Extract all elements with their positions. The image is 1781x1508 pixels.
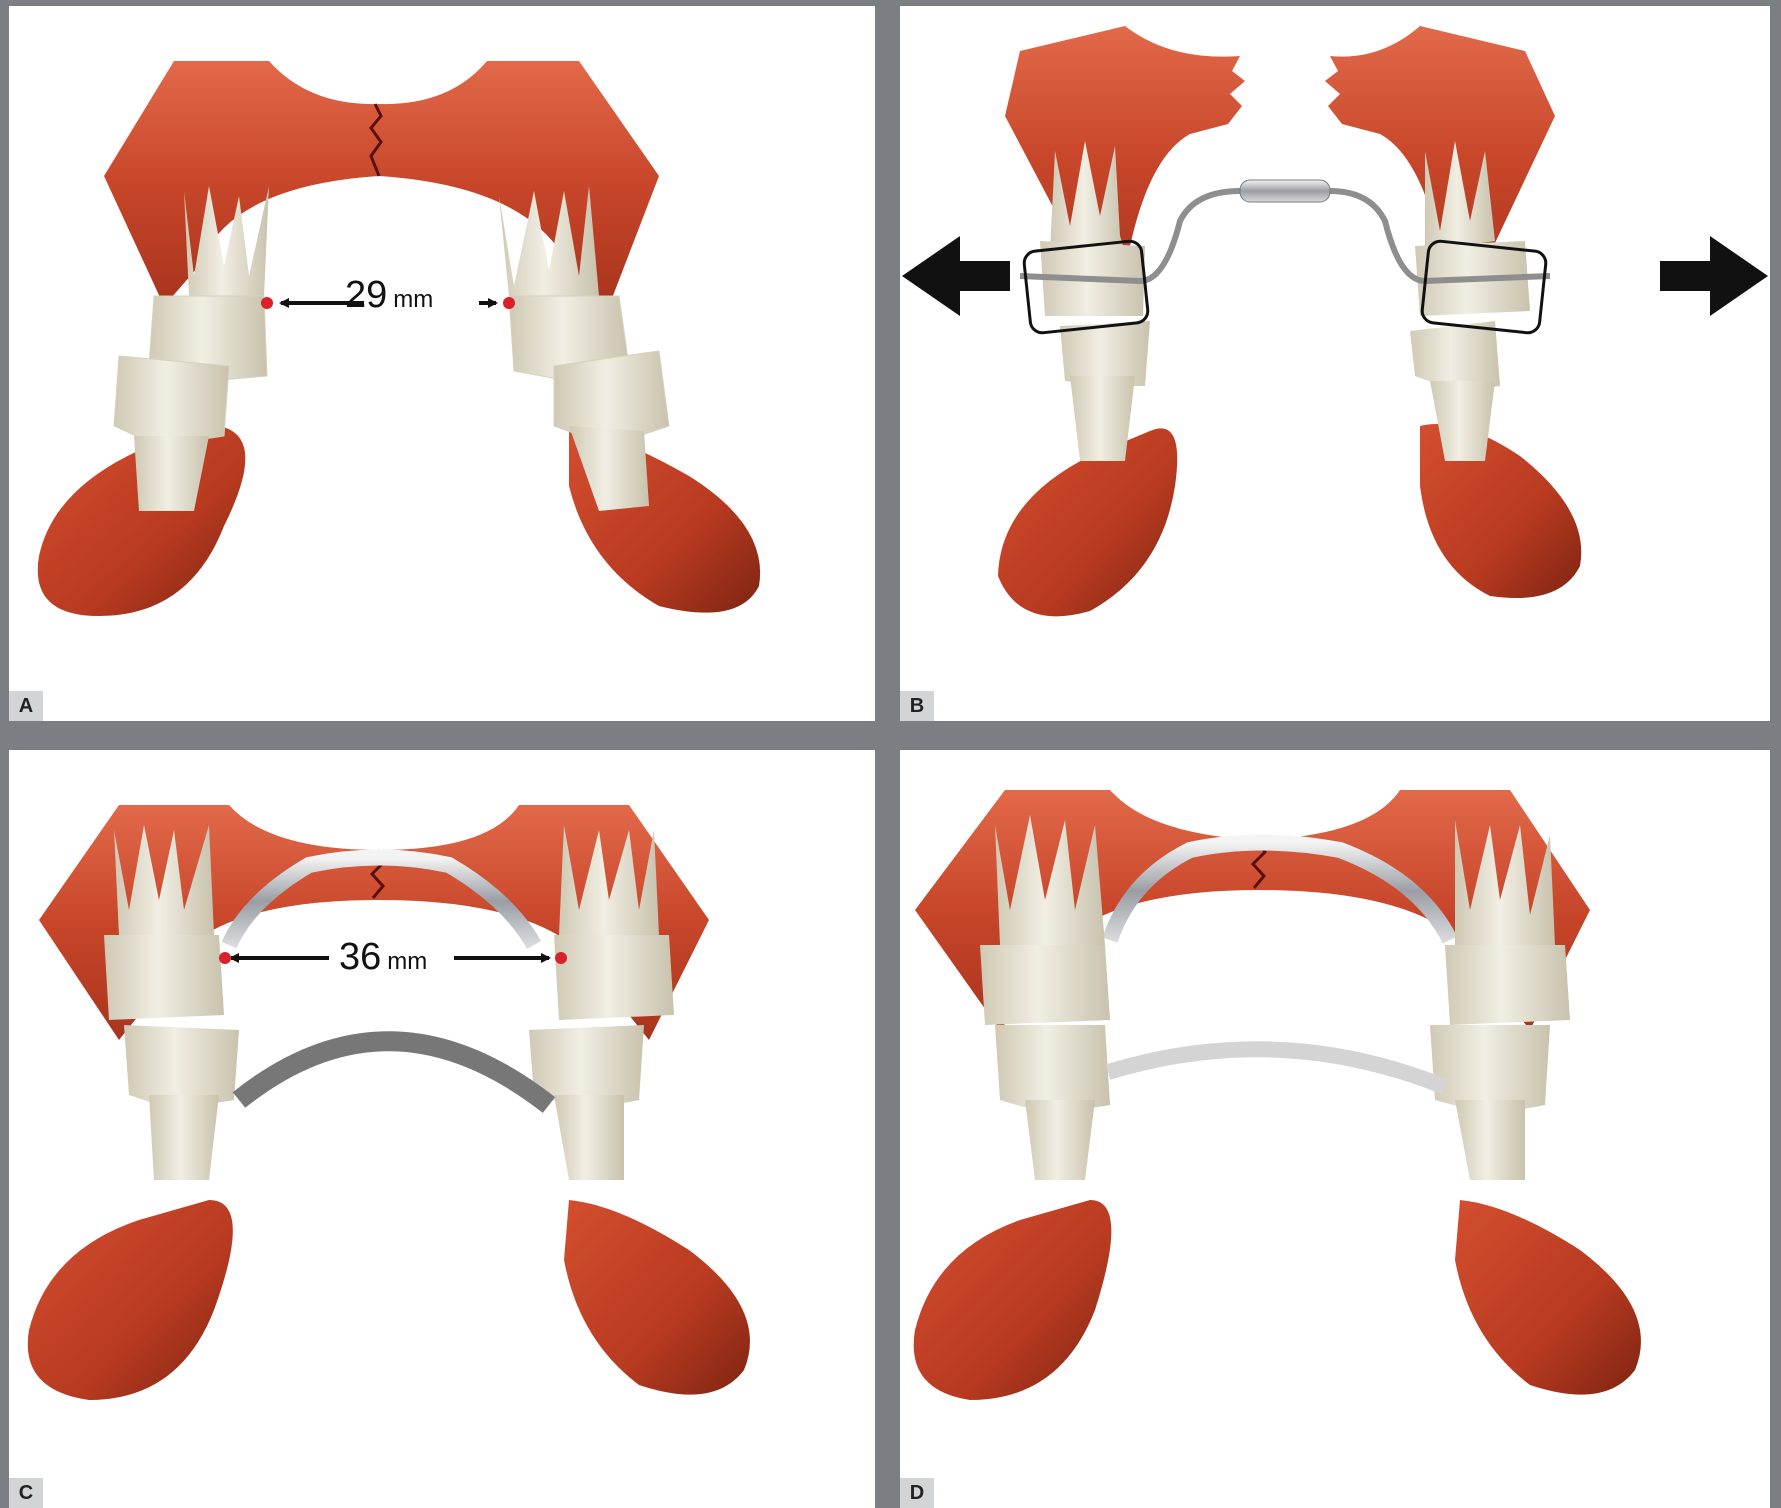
measurement-value: 29 bbox=[345, 274, 387, 316]
panel-c-illustration bbox=[9, 750, 875, 1508]
expansion-screw bbox=[1240, 180, 1330, 202]
left-expansion-arrow bbox=[902, 236, 1010, 316]
left-lobe-tissue bbox=[28, 1200, 233, 1400]
right-marker-dot bbox=[503, 297, 515, 309]
panel-label: D bbox=[900, 1478, 934, 1508]
right-expansion-arrow bbox=[1660, 236, 1768, 316]
panel-a-illustration bbox=[9, 6, 875, 721]
left-marker-dot bbox=[219, 952, 231, 964]
panel-label: A bbox=[9, 691, 43, 721]
measurement-unit: mm bbox=[387, 948, 427, 975]
lingual-arch bbox=[239, 1041, 549, 1105]
right-lobe-tissue bbox=[1455, 1200, 1641, 1395]
panel-label: C bbox=[9, 1478, 43, 1508]
panel-b: B bbox=[900, 6, 1770, 721]
measurement-value: 36 bbox=[339, 936, 381, 978]
right-marker-dot bbox=[555, 952, 567, 964]
right-lobe-tissue bbox=[564, 1200, 750, 1395]
left-molar-lower bbox=[995, 1025, 1110, 1180]
left-molar-lower bbox=[124, 1025, 239, 1180]
right-molar-lower bbox=[1430, 1025, 1550, 1180]
lingual-arch bbox=[1108, 1049, 1445, 1087]
panel-label: B bbox=[900, 691, 934, 721]
measurement-unit: mm bbox=[393, 286, 433, 313]
panel-d-illustration bbox=[900, 750, 1770, 1508]
panel-b-illustration bbox=[900, 6, 1770, 721]
left-marker-dot bbox=[261, 297, 273, 309]
panel-d: D bbox=[900, 750, 1770, 1508]
left-lobe-tissue bbox=[914, 1200, 1112, 1400]
